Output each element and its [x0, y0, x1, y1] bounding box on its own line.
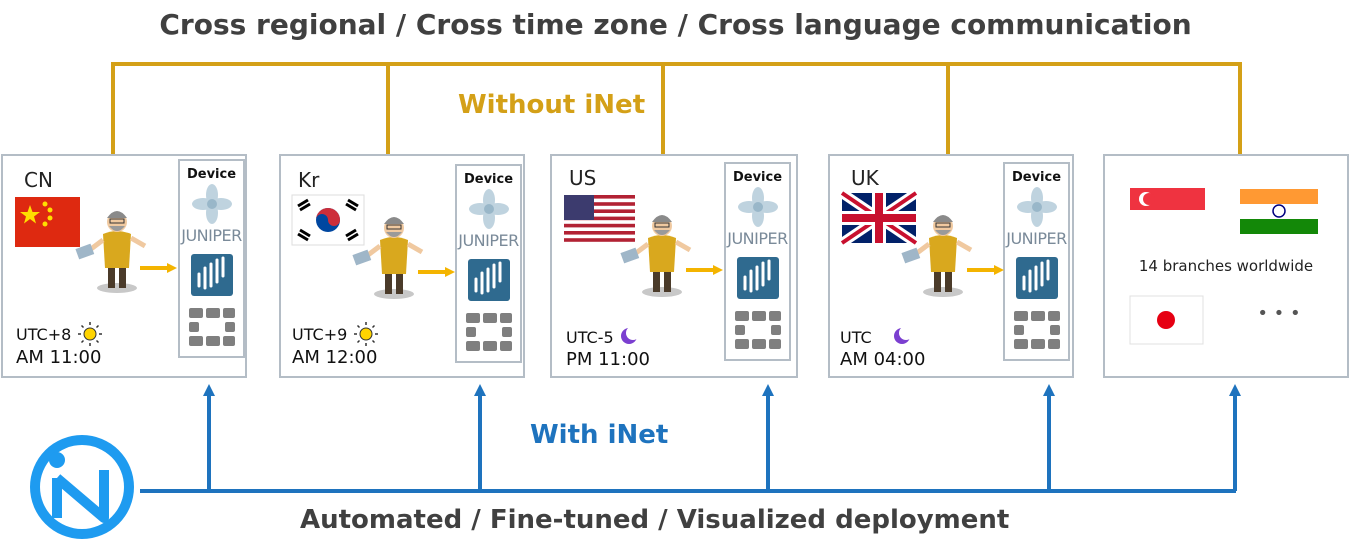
router-icon: [735, 311, 781, 349]
router-icon: [1014, 311, 1060, 349]
device-icons-us: [735, 187, 781, 349]
office-code: US: [569, 166, 597, 190]
japan-flag-icon: [1129, 295, 1204, 345]
utc-offset: UTC+8: [16, 325, 72, 344]
local-time: PM 11:00: [566, 349, 650, 370]
china-flag-icon: [15, 197, 80, 247]
sun-icon: [354, 322, 378, 346]
utc-offset: UTC+9: [292, 325, 348, 344]
local-time: AM 04:00: [840, 349, 926, 370]
without-inet-heading: Without iNet: [458, 90, 646, 120]
with-inet-links: [140, 384, 1241, 493]
top-heading: Cross regional / Cross time zone / Cross…: [159, 8, 1192, 41]
korea-flag-icon: [291, 194, 365, 246]
office-code: Kr: [298, 168, 320, 192]
flower-icon: [469, 189, 509, 229]
flower-icon: [192, 184, 232, 224]
utc-offset: UTC: [840, 328, 872, 347]
moon-icon: [621, 326, 640, 344]
more-branches-ellipsis: • • •: [1257, 303, 1301, 324]
juniper-wordmark: JUNIPER: [181, 226, 242, 245]
gold-bus-line: [111, 62, 1245, 203]
india-flag-icon: [1240, 189, 1318, 234]
bottom-heading: Automated / Fine-tuned / Visualized depl…: [300, 505, 1010, 535]
juniper-wordmark: JUNIPER: [1006, 229, 1067, 248]
flower-icon: [1017, 187, 1057, 227]
juniper-wordmark: JUNIPER: [727, 229, 788, 248]
uk-flag-icon: [839, 188, 919, 248]
singapore-flag-icon: [1130, 188, 1205, 232]
local-time: AM 12:00: [292, 347, 378, 368]
device-icons-uk: [1014, 187, 1060, 349]
local-time: AM 11:00: [16, 347, 102, 368]
sun-icon: [78, 322, 102, 346]
device-label: Device: [1011, 170, 1062, 185]
juniper-wordmark: JUNIPER: [458, 231, 519, 250]
device-icons-kr: [466, 189, 512, 351]
office-code: CN: [24, 168, 53, 192]
flower-icon: [738, 187, 778, 227]
device-label: Device: [732, 170, 783, 185]
with-inet-heading: With iNet: [530, 420, 669, 450]
router-icon: [189, 308, 235, 346]
inet-logo: [30, 435, 134, 539]
device-icons-cn: [189, 184, 235, 346]
utc-offset: UTC-5: [566, 328, 614, 347]
device-label: Device: [463, 172, 514, 187]
office-code: UK: [851, 166, 879, 190]
moon-icon: [894, 326, 913, 344]
branches-label: 14 branches worldwide: [1138, 257, 1314, 275]
router-icon: [466, 313, 512, 351]
device-label: Device: [186, 167, 237, 182]
us-flag-icon: [564, 195, 635, 242]
